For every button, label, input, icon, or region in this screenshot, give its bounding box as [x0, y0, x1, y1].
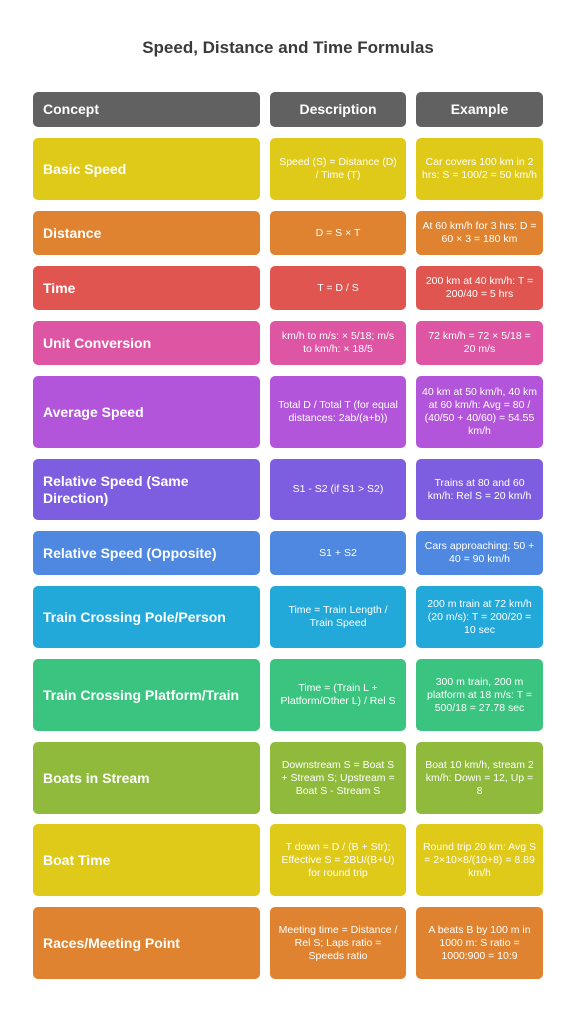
concept-cell: Train Crossing Platform/Train [33, 659, 260, 731]
description-cell: Time = Train Length / Train Speed [270, 586, 406, 648]
example-cell: 200 km at 40 km/h: T = 200/40 = 5 hrs [416, 266, 543, 310]
example-cell: A beats B by 100 m in 1000 m: S ratio = … [416, 907, 543, 979]
example-cell: 200 m train at 72 km/h (20 m/s): T = 200… [416, 586, 543, 648]
example-cell: Round trip 20 km: Avg S = 2×10×8/(10+8) … [416, 824, 543, 896]
example-cell: 40 km at 50 km/h, 40 km at 60 km/h: Avg … [416, 376, 543, 448]
concept-cell: Average Speed [33, 376, 260, 448]
concept-cell: Distance [33, 211, 260, 255]
description-cell: S1 - S2 (if S1 > S2) [270, 459, 406, 520]
concept-cell: Time [33, 266, 260, 310]
page-title: Speed, Distance and Time Formulas [142, 38, 434, 57]
example-cell: Trains at 80 and 60 km/h: Rel S = 20 km/… [416, 459, 543, 520]
description-cell: Total D / Total T (for equal distances: … [270, 376, 406, 448]
concept-cell: Boat Time [33, 824, 260, 896]
example-cell: 72 km/h = 72 × 5/18 = 20 m/s [416, 321, 543, 365]
description-cell: Downstream S = Boat S + Stream S; Upstre… [270, 742, 406, 814]
header-concept: Concept [33, 92, 260, 127]
example-cell: Car covers 100 km in 2 hrs: S = 100/2 = … [416, 138, 543, 200]
concept-cell: Relative Speed (Same Direction) [33, 459, 260, 520]
description-cell: T = D / S [270, 266, 406, 310]
concept-cell: Unit Conversion [33, 321, 260, 365]
description-cell: D = S × T [270, 211, 406, 255]
description-cell: T down = D / (B + Str); Effective S = 2B… [270, 824, 406, 896]
description-cell: S1 + S2 [270, 531, 406, 575]
concept-cell: Train Crossing Pole/Person [33, 586, 260, 648]
description-cell: Speed (S) = Distance (D) / Time (T) [270, 138, 406, 200]
concept-cell: Relative Speed (Opposite) [33, 531, 260, 575]
example-cell: Boat 10 km/h, stream 2 km/h: Down = 12, … [416, 742, 543, 814]
concept-cell: Races/Meeting Point [33, 907, 260, 979]
example-cell: At 60 km/h for 3 hrs: D = 60 × 3 = 180 k… [416, 211, 543, 255]
description-cell: Meeting time = Distance / Rel S; Laps ra… [270, 907, 406, 979]
concept-cell: Basic Speed [33, 138, 260, 200]
description-cell: Time = (Train L + Platform/Other L) / Re… [270, 659, 406, 731]
concept-cell: Boats in Stream [33, 742, 260, 814]
header-description: Description [270, 92, 406, 127]
description-cell: km/h to m/s: × 5/18; m/s to km/h: × 18/5 [270, 321, 406, 365]
example-cell: 300 m train, 200 m platform at 18 m/s: T… [416, 659, 543, 731]
header-example: Example [416, 92, 543, 127]
example-cell: Cars approaching: 50 + 40 = 90 km/h [416, 531, 543, 575]
